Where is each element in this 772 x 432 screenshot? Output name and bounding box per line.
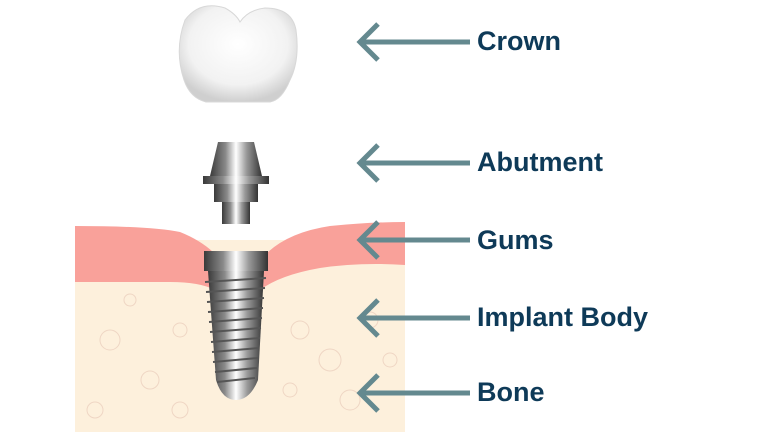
label-abutment: Abutment [477,147,603,177]
implant-body-graphic [204,251,268,400]
arrow-icon [356,298,470,338]
arrow-icon [356,220,470,260]
label-gums: Gums [477,225,554,255]
label-bone: Bone [477,377,545,407]
label-implant-body: Implant Body [477,302,649,332]
label-crown: Crown [477,26,561,56]
abutment-graphic [203,142,269,224]
pointer-arrows [356,22,470,413]
arrow-icon [356,22,470,62]
arrow-icon [356,373,470,413]
crown-graphic [178,5,298,103]
arrow-icon [356,143,470,183]
